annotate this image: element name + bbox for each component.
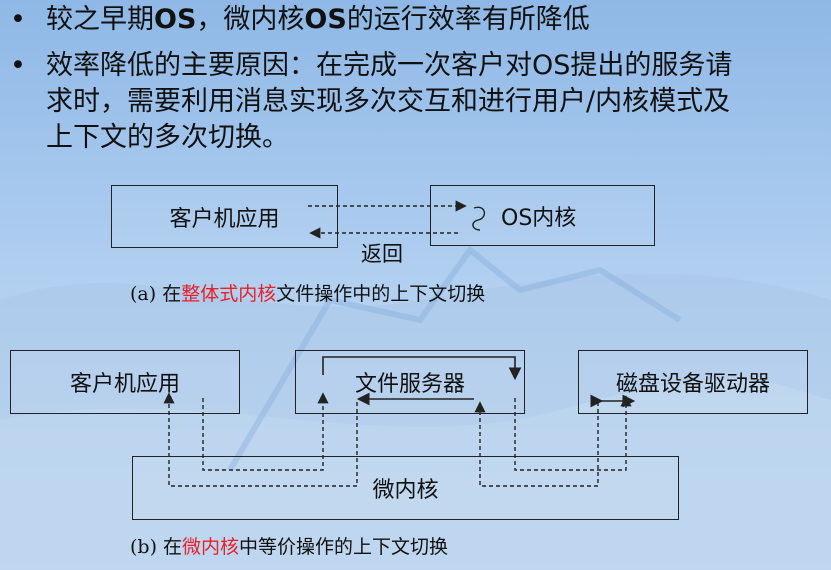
diagram-b-fs-to-driver-path — [514, 395, 632, 471]
bullet-2-line: 效率降低的主要原因：在完成一次客户对OS提出的服务请 — [46, 50, 733, 81]
bullet-1-part: ，微内核 — [196, 4, 305, 35]
diagram-b-file-server-box: 文件服务器 — [295, 350, 525, 414]
caption-text: 中等价操作的上下文切换 — [239, 536, 449, 558]
bullet-2-line: 上下文的多次切换。 — [46, 122, 289, 153]
caption-text: (a) 在 — [130, 283, 182, 305]
bullet-1-os: OS — [154, 4, 197, 35]
diagram-b-return-to-client-path — [163, 392, 358, 487]
diagram-b-microkernel-box: 微内核 — [132, 456, 679, 520]
diagram-b-client-to-kernel-path — [202, 392, 329, 471]
diagram-b-client-label: 客户机应用 — [69, 372, 180, 397]
diagram-b-driver-to-fs-path — [474, 401, 599, 487]
bullet-1-part: 的运行效率有所降低 — [346, 4, 590, 35]
diagram-b-microkernel-label: 微内核 — [372, 478, 439, 503]
diagram-b-client-box: 客户机应用 — [10, 350, 240, 414]
diagram-b-file-server-label: 文件服务器 — [354, 372, 465, 397]
diagram-b-file-server-internal-arrow — [322, 356, 522, 381]
bullet-1-text: 较之早期OS，微内核OS的运行效率有所降低 — [46, 2, 826, 38]
bullet-dot: • — [10, 50, 26, 81]
diagram-a-loop-icon — [472, 206, 485, 231]
bullet-2-line: 求时，需要利用消息实现多次交互和进行用户/内核模式及 — [46, 86, 731, 117]
caption-text: 文件操作中的上下文切换 — [276, 283, 486, 305]
bullet-1-os: OS — [304, 4, 347, 35]
bullet-dot: • — [10, 4, 26, 35]
diagram-a-client-box: 客户机应用 — [111, 185, 338, 248]
diagram-a-kernel-label: OS内核 — [501, 205, 577, 231]
diagram-a-kernel-box: OS内核 — [430, 185, 655, 246]
diagram-a-caption: (a) 在整体式内核文件操作中的上下文切换 — [130, 279, 485, 306]
diagram-a-client-label: 客户机应用 — [169, 206, 280, 232]
diagram-b-disk-driver-label: 磁盘设备驱动器 — [615, 372, 770, 397]
bullet-1-part: 较之早期 — [46, 4, 154, 35]
caption-highlight: 整体式内核 — [181, 283, 277, 305]
bullet-2-text: 效率降低的主要原因：在完成一次客户对OS提出的服务请 求时，需要利用消息实现多次… — [46, 48, 826, 156]
caption-text: (b) 在 — [130, 536, 183, 558]
diagram-a-return-label: 返回 — [361, 242, 403, 266]
diagram-b-caption: (b) 在微内核中等价操作的上下文切换 — [130, 532, 448, 559]
caption-highlight: 微内核 — [182, 536, 240, 558]
